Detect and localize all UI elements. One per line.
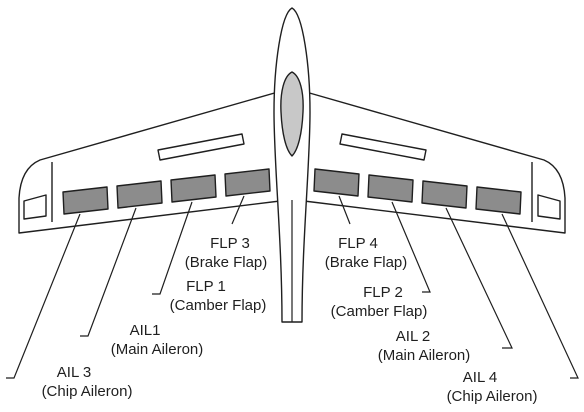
ail3-leader bbox=[6, 213, 81, 379]
flp2-label: FLP 2 bbox=[363, 284, 403, 301]
flp3-desc: (Brake Flap) bbox=[185, 254, 268, 271]
ail3-desc: (Chip Aileron) bbox=[42, 383, 133, 400]
ail1-surface bbox=[116, 180, 163, 209]
flp1-desc: (Camber Flap) bbox=[170, 297, 267, 314]
ail2-leader bbox=[445, 207, 513, 349]
right-wing bbox=[303, 91, 566, 234]
ail3-surface bbox=[62, 186, 109, 215]
canopy bbox=[280, 71, 304, 157]
flp4-surface bbox=[313, 168, 360, 197]
ail2-label: AIL 2 bbox=[396, 328, 430, 345]
left-spoiler bbox=[157, 133, 245, 161]
right-spoiler bbox=[339, 133, 427, 161]
flp2-surface bbox=[367, 174, 414, 203]
flp1-surface bbox=[170, 174, 217, 203]
ail4-desc: (Chip Aileron) bbox=[447, 388, 538, 405]
flp2-desc: (Camber Flap) bbox=[331, 303, 428, 320]
flp2-leader bbox=[391, 201, 431, 293]
ail3-label: AIL 3 bbox=[57, 364, 91, 381]
right-wingtip-box bbox=[537, 194, 561, 220]
flp4-leader bbox=[338, 195, 351, 225]
flp1-leader bbox=[152, 201, 193, 295]
ail2-desc: (Main Aileron) bbox=[378, 347, 471, 364]
left-wing bbox=[18, 91, 281, 234]
flp4-label: FLP 4 bbox=[338, 235, 378, 252]
flp3-leader bbox=[231, 195, 245, 225]
ail4-label: AIL 4 bbox=[463, 369, 497, 386]
flp4-desc: (Brake Flap) bbox=[325, 254, 408, 271]
ail1-desc: (Main Aileron) bbox=[111, 341, 204, 358]
ail1-leader bbox=[80, 207, 137, 337]
left-wingtip-box bbox=[23, 194, 47, 220]
ail1-label: AIL1 bbox=[130, 322, 161, 339]
flp3-label: FLP 3 bbox=[210, 235, 250, 252]
flp3-surface bbox=[224, 168, 271, 197]
ail4-leader bbox=[501, 213, 579, 379]
ail2-surface bbox=[421, 180, 468, 209]
flp1-label: FLP 1 bbox=[186, 278, 226, 295]
ail4-surface bbox=[475, 186, 522, 215]
